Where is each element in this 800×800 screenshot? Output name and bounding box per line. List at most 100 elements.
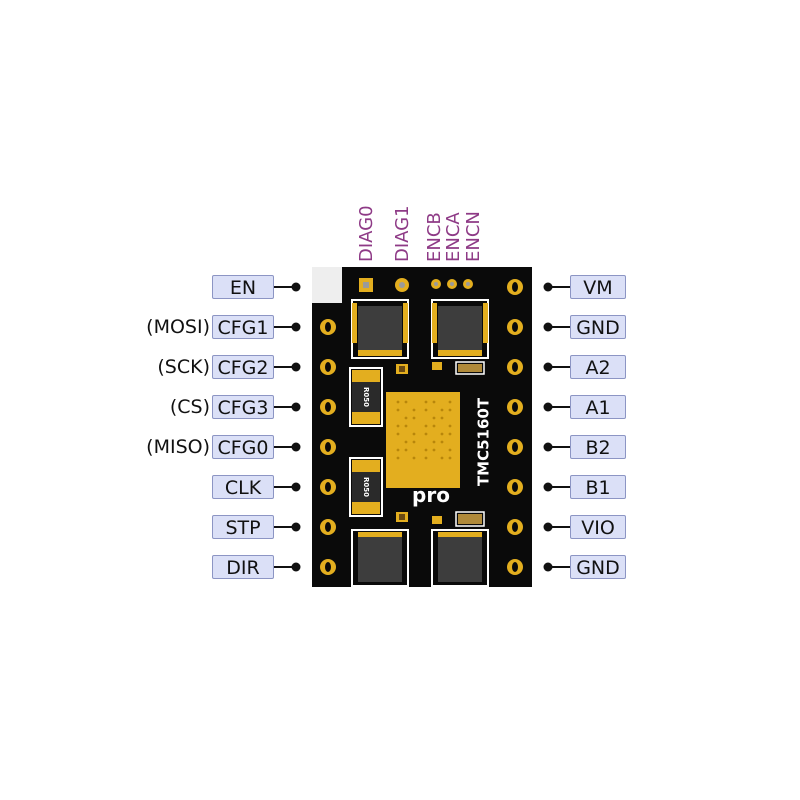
thermal-via: [440, 440, 444, 444]
thermal-via: [396, 456, 400, 460]
thermal-via: [448, 400, 452, 404]
resistor-pad: [352, 370, 380, 382]
pin-label-cfg3: CFG3: [212, 395, 274, 419]
pin-hole: [325, 562, 331, 572]
resistor-outline: [349, 367, 383, 427]
resistor-2-marking: R050: [362, 477, 370, 497]
chip-name: TMC5160T: [475, 397, 493, 486]
pin-hole: [512, 482, 518, 492]
small-capacitor: [432, 516, 442, 524]
mosfet-outline: [431, 529, 489, 587]
mosfet-leads: [438, 350, 482, 356]
mosfet-leads: [438, 532, 482, 537]
thermal-via: [412, 408, 416, 412]
mosfet-top-left: [351, 299, 409, 359]
thermal-via: [412, 440, 416, 444]
pin-label-clk: CLK: [212, 475, 274, 499]
alt-label-mosi: (MOSI): [146, 316, 210, 338]
thermal-pad: [386, 392, 460, 488]
left-header-pads: [320, 319, 336, 575]
thermal-vias: [396, 400, 452, 460]
capacitor-outline: [455, 361, 485, 375]
thermal-pad-copper: [386, 392, 460, 488]
thermal-via: [448, 456, 452, 460]
pin-hole: [512, 522, 518, 532]
thermal-via: [404, 400, 408, 404]
thermal-via: [440, 432, 444, 436]
pin-label-en: EN: [212, 275, 274, 299]
pin-label-b2: B2: [570, 435, 626, 459]
thermal-via: [404, 448, 408, 452]
pin-label-a2: A2: [570, 355, 626, 379]
thermal-via: [448, 432, 452, 436]
thermal-via: [424, 432, 428, 436]
mosfet-side-pad: [483, 303, 488, 343]
alt-label-miso: (MISO): [146, 436, 210, 458]
top-label-enca: ENCA: [443, 212, 464, 262]
pcb: R050 R050: [312, 267, 532, 587]
small-capacitor-body: [399, 366, 405, 372]
pin-label-vio: VIO: [570, 515, 626, 539]
pin-hole: [512, 362, 518, 372]
right-connectors: [543, 282, 570, 572]
alt-label-cs: (CS): [169, 396, 210, 418]
pcb-corner: [312, 267, 342, 303]
thermal-via: [404, 440, 408, 444]
thermal-via: [432, 448, 436, 452]
top-label-encn: ENCN: [463, 211, 484, 262]
mosfet-body: [438, 306, 482, 352]
pro-label: pro: [412, 483, 450, 507]
top-label-diag0: DIAG0: [356, 205, 377, 262]
thermal-via: [440, 456, 444, 460]
small-components: [396, 361, 485, 527]
thermal-via: [396, 424, 400, 428]
pin-label-gnd: GND: [570, 315, 626, 339]
mosfet-leads: [358, 532, 402, 537]
connector-dot: [291, 482, 301, 492]
thermal-via: [404, 416, 408, 420]
mosfet-side-pad: [352, 303, 357, 343]
pin-label-gnd-2: GND: [570, 555, 626, 579]
mosfet-side-pad: [432, 303, 437, 343]
pin-label-b1: B1: [570, 475, 626, 499]
connector-dot: [291, 322, 301, 332]
thermal-via: [424, 456, 428, 460]
resistor-pad: [352, 412, 380, 424]
thermal-via: [396, 448, 400, 452]
thermal-via: [440, 408, 444, 412]
connector-dot: [291, 522, 301, 532]
thermal-via: [432, 400, 436, 404]
resistor-outline: [349, 457, 383, 517]
mosfet-body: [358, 306, 402, 352]
thermal-via: [432, 424, 436, 428]
mosfet-body: [358, 536, 402, 582]
resistor-1-marking: R050: [362, 387, 370, 407]
pin-hole: [512, 442, 518, 452]
pin-hole: [512, 322, 518, 332]
pin-label-cfg1: CFG1: [212, 315, 274, 339]
connector-dot: [291, 362, 301, 372]
resistor-pad: [352, 460, 380, 472]
thermal-via: [424, 424, 428, 428]
resistor-body: [352, 382, 380, 412]
pin-label-dir: DIR: [212, 555, 274, 579]
thermal-via: [424, 408, 428, 412]
resistor-body: [352, 472, 380, 502]
capacitor-body: [458, 514, 482, 524]
pin-label-cfg0: CFG0: [212, 435, 274, 459]
pin-hole: [325, 362, 331, 372]
encn-pad-center: [466, 282, 470, 286]
mosfet-bottom-left: [351, 529, 409, 587]
thermal-via: [412, 432, 416, 436]
pin-label-cfg2: CFG2: [212, 355, 274, 379]
thermal-via: [448, 408, 452, 412]
thermal-via: [432, 440, 436, 444]
pin-hole: [512, 282, 518, 292]
small-capacitor: [432, 362, 442, 370]
thermal-via: [448, 448, 452, 452]
pin-hole: [325, 482, 331, 492]
mosfet-top-right: [431, 299, 489, 359]
mosfet-outline: [351, 529, 409, 587]
thermal-via: [404, 424, 408, 428]
